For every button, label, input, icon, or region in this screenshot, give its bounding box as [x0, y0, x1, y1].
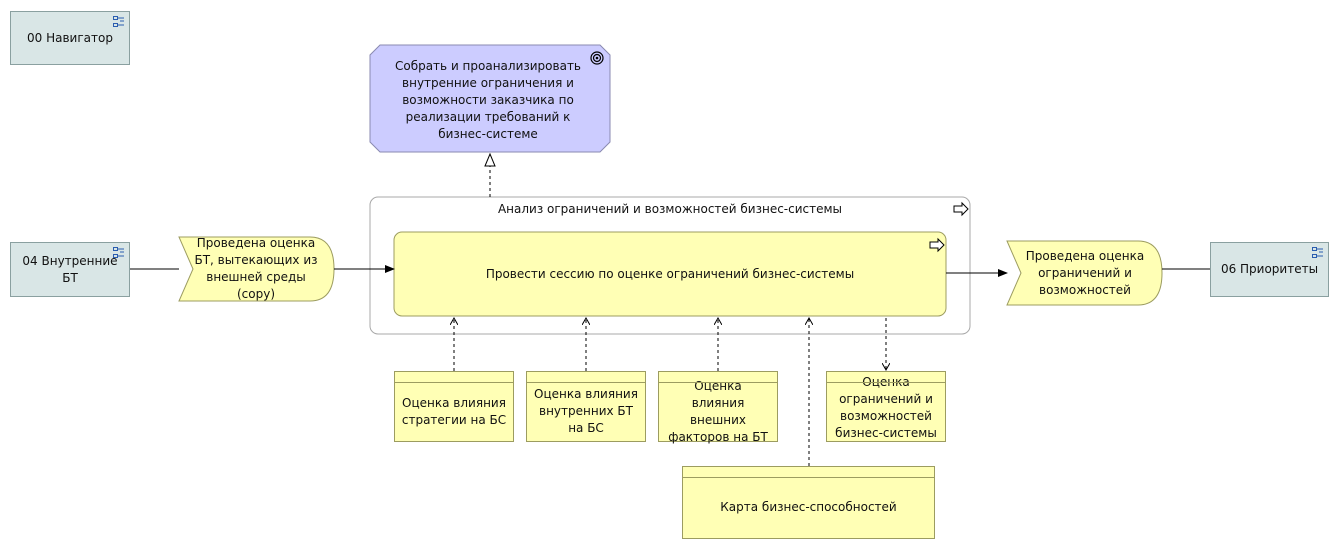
navigator-06[interactable]: 06 Приоритеты [1210, 242, 1329, 297]
goal-text-box: Собрать и проанализировать внутренние ог… [382, 52, 594, 148]
process-shape[interactable] [393, 231, 947, 317]
artifact-capability-map-label: Карта бизнес-способностей [720, 500, 897, 514]
artifact-header-line [659, 382, 777, 383]
artifact-strategy-impact[interactable]: Оценка влияния стратегии на БС [394, 371, 514, 442]
navigator-06-label: 06 Приоритеты [1220, 262, 1319, 276]
input-event-shape[interactable] [178, 236, 335, 302]
navigator-00[interactable]: 00 Навигатор [10, 11, 130, 65]
process-text-box: Провести сессию по оценке ограничений би… [394, 232, 946, 316]
process-group-arrow-icon [953, 201, 969, 217]
artifact-internal-bt-impact-label: Оценка влияния внутренних БТ на БС [534, 387, 638, 435]
process-text: Провести сессию по оценке ограничений би… [485, 266, 855, 281]
artifact-external-factors-impact[interactable]: Оценка влияния внешних факторов на БТ [658, 371, 778, 444]
goal-text: Собрать и проанализировать внутренние ог… [394, 58, 582, 141]
navigator-04-label: 04 Внутренние БТ [22, 253, 118, 285]
navigator-icon [113, 16, 124, 27]
process-group-title: Анализ ограничений и возможностей бизнес… [497, 201, 843, 216]
input-event-text: Проведена оценка БТ, вытекающих из внешн… [194, 236, 318, 301]
navigator-icon [113, 247, 124, 258]
process-arrow-icon [929, 237, 945, 253]
goal-shape[interactable] [369, 44, 611, 153]
artifact-header-line [527, 382, 645, 383]
output-event-text: Проведена оценка ограничений и возможнос… [1025, 248, 1145, 297]
artifact-constraints-assessment-label: Оценка ограничений и возможностей бизнес… [835, 374, 937, 440]
artifact-header-line [395, 382, 513, 383]
output-event-shape[interactable] [1006, 240, 1163, 306]
artifact-external-factors-impact-label: Оценка влияния внешних факторов на БТ [668, 378, 768, 444]
artifact-header-line [683, 477, 934, 478]
artifact-capability-map[interactable]: Карта бизнес-способностей [682, 466, 935, 539]
output-event-text-box: Проведена оценка ограничений и возможнос… [1018, 241, 1152, 305]
goal-target-icon [590, 51, 604, 65]
artifact-constraints-assessment[interactable]: Оценка ограничений и возможностей бизнес… [826, 371, 946, 442]
artifact-header-line [827, 382, 945, 383]
artifact-strategy-impact-label: Оценка влияния стратегии на БС [401, 395, 507, 427]
process-group-title-box: Анализ ограничений и возможностей бизнес… [370, 200, 970, 218]
navigator-04[interactable]: 04 Внутренние БТ [10, 242, 130, 297]
navigator-icon [1312, 247, 1323, 258]
artifact-internal-bt-impact[interactable]: Оценка влияния внутренних БТ на БС [526, 371, 646, 442]
input-event-text-box: Проведена оценка БТ, вытекающих из внешн… [186, 236, 326, 301]
navigator-00-label: 00 Навигатор [27, 30, 113, 45]
